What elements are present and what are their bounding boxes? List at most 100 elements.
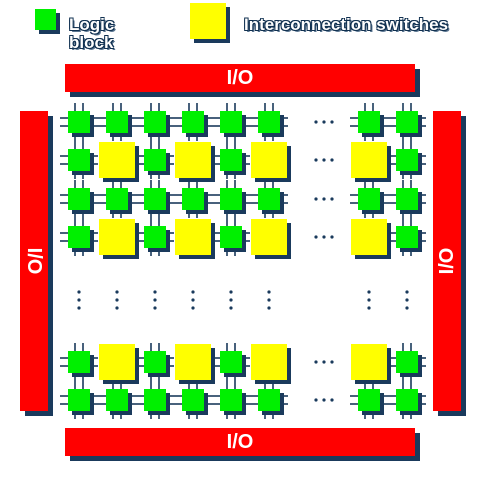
interconnection-switch: [99, 142, 135, 178]
ellipsis-dot: [77, 306, 81, 310]
ellipsis-dot: [322, 360, 326, 364]
logic-block: [68, 149, 90, 171]
interconnection-switch: [251, 344, 287, 380]
ellipsis-dot: [267, 298, 271, 302]
interconnection-switch: [351, 142, 387, 178]
ellipsis-dot: [77, 298, 81, 302]
logic-block: [182, 389, 204, 411]
logic-block: [220, 351, 242, 373]
io-bar-bottom: [65, 428, 415, 456]
ellipsis-dot: [314, 197, 318, 201]
logic-block: [358, 389, 380, 411]
logic-block: [182, 111, 204, 133]
ellipsis-dot: [330, 120, 334, 124]
ellipsis-dot: [191, 298, 195, 302]
ellipsis-dot: [314, 120, 318, 124]
ellipsis-dot: [229, 298, 233, 302]
interconnection-switch: [99, 219, 135, 255]
logic-block: [396, 188, 418, 210]
ellipsis-dot: [191, 306, 195, 310]
ellipsis-dot: [229, 290, 233, 294]
ellipsis-dot: [322, 235, 326, 239]
ellipsis-dot: [115, 290, 119, 294]
logic-block: [220, 389, 242, 411]
ellipsis-dot: [330, 398, 334, 402]
logic-block: [396, 226, 418, 248]
ellipsis-dot: [314, 235, 318, 239]
logic-block: [144, 226, 166, 248]
logic-block: [220, 188, 242, 210]
interconnection-switch: [175, 142, 211, 178]
ellipsis-dot: [115, 298, 119, 302]
logic-block: [144, 351, 166, 373]
ellipsis-dot: [115, 306, 119, 310]
logic-block: [106, 188, 128, 210]
interconnection-switch: [99, 344, 135, 380]
ellipsis-dot: [405, 298, 409, 302]
ellipsis-dot: [322, 197, 326, 201]
ellipsis-dot: [322, 158, 326, 162]
logic-block: [68, 389, 90, 411]
legend-switch-swatch: [190, 3, 226, 39]
logic-block: [144, 111, 166, 133]
ellipsis-dot: [322, 120, 326, 124]
logic-block: [358, 188, 380, 210]
logic-block: [68, 226, 90, 248]
ellipsis-dot: [405, 290, 409, 294]
ellipsis-dot: [267, 290, 271, 294]
ellipsis-dot: [314, 398, 318, 402]
logic-block: [144, 389, 166, 411]
io-bar-left-label: I/O: [23, 248, 45, 275]
logic-block: [106, 111, 128, 133]
ellipsis-dot: [314, 158, 318, 162]
ellipsis-dot: [367, 290, 371, 294]
ellipsis-dot: [153, 298, 157, 302]
interconnection-switch: [251, 219, 287, 255]
interconnection-switch: [251, 142, 287, 178]
interconnection-switch: [351, 344, 387, 380]
logic-block: [144, 149, 166, 171]
logic-block: [106, 389, 128, 411]
logic-block: [68, 188, 90, 210]
legend-switch-label: Interconnection switches: [244, 15, 449, 34]
logic-block: [220, 111, 242, 133]
io-bar-right: [433, 111, 461, 411]
logic-block: [220, 226, 242, 248]
legend-logic-block-swatch: [35, 9, 56, 30]
legend-logic-block-label: Logic block: [69, 15, 115, 52]
ellipsis-dot: [314, 360, 318, 364]
ellipsis-dot: [77, 290, 81, 294]
logic-block: [144, 188, 166, 210]
ellipsis-dot: [405, 306, 409, 310]
ellipsis-dot: [330, 235, 334, 239]
io-bar-top-label: I/O: [227, 67, 254, 89]
logic-block: [182, 188, 204, 210]
logic-block: [258, 111, 280, 133]
ellipsis-dot: [153, 306, 157, 310]
io-bar-right-label: I/O: [436, 248, 458, 275]
ellipsis-dot: [153, 290, 157, 294]
logic-block: [396, 351, 418, 373]
io-bar-left: [20, 111, 48, 411]
ellipsis-dot: [367, 298, 371, 302]
logic-block: [68, 351, 90, 373]
ellipsis-dot: [267, 306, 271, 310]
ellipsis-dot: [330, 360, 334, 364]
ellipsis-dot: [191, 290, 195, 294]
logic-block: [258, 389, 280, 411]
ellipsis-dot: [229, 306, 233, 310]
ellipsis-dot: [330, 197, 334, 201]
io-bar-bottom-label: I/O: [227, 431, 254, 453]
logic-block: [396, 149, 418, 171]
ellipsis-dot: [322, 398, 326, 402]
interconnection-switch: [351, 219, 387, 255]
logic-block: [358, 111, 380, 133]
ellipsis-dot: [330, 158, 334, 162]
logic-block: [68, 111, 90, 133]
logic-block: [220, 149, 242, 171]
interconnection-switch: [175, 344, 211, 380]
logic-block: [396, 111, 418, 133]
interconnection-switch: [175, 219, 211, 255]
logic-block: [396, 389, 418, 411]
